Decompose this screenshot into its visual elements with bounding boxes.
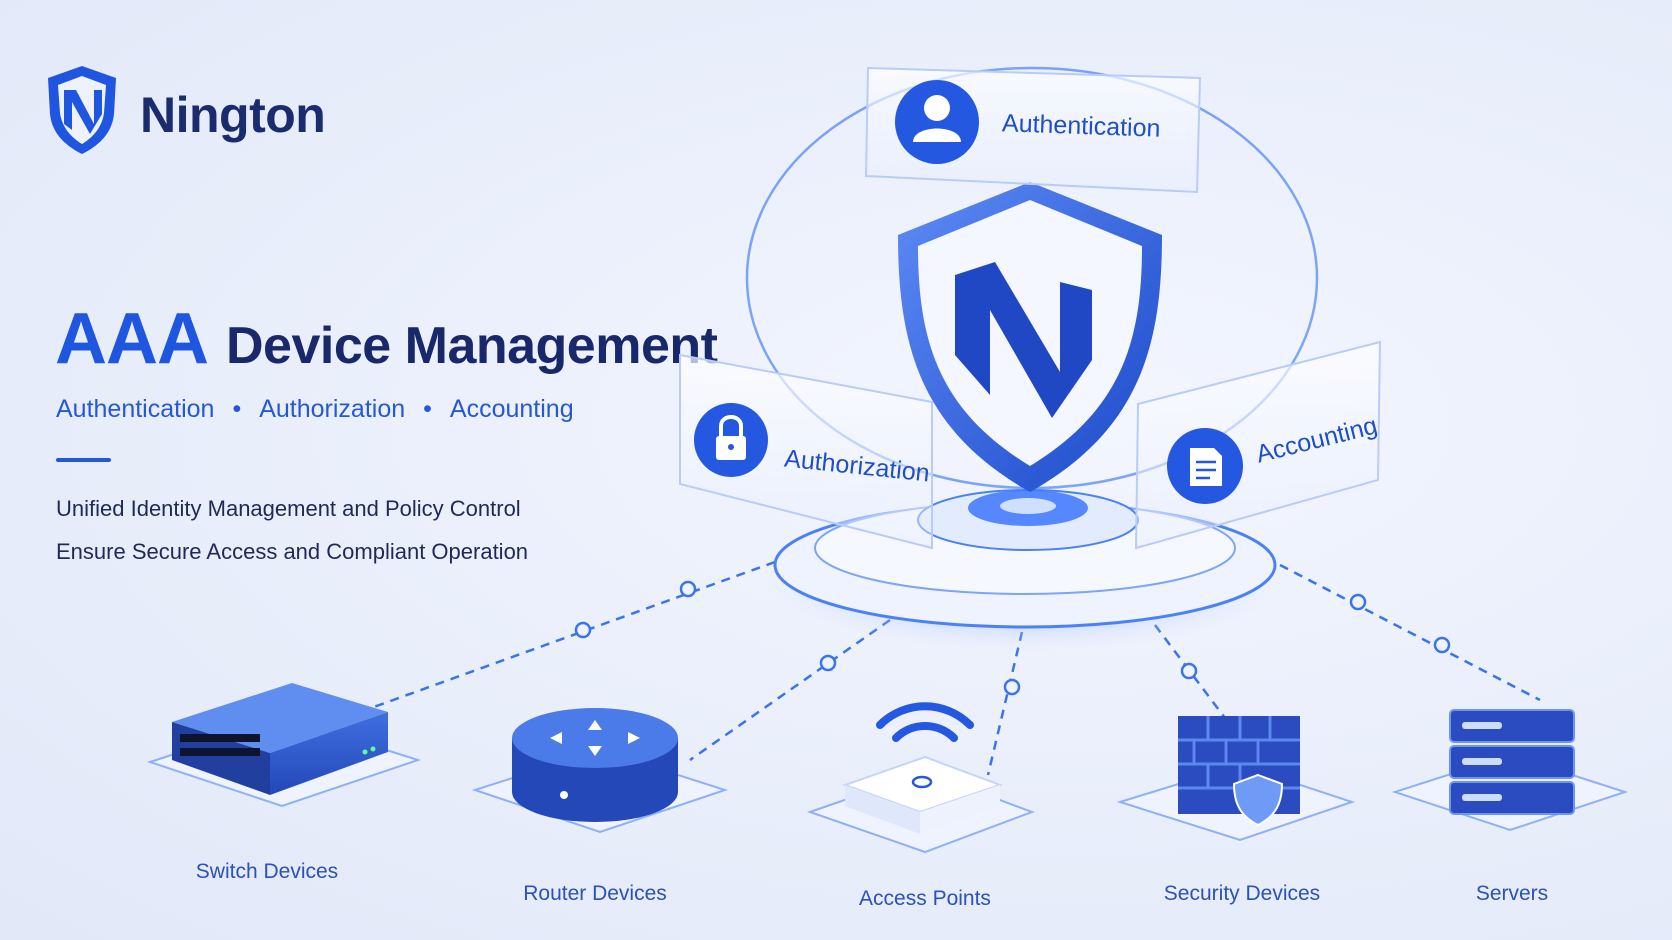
page-title: AAA Device Management (55, 298, 718, 380)
connection-lines (359, 560, 1541, 776)
user-icon (895, 80, 979, 164)
access-point-icon (842, 702, 1003, 834)
authorization-panel (679, 353, 933, 550)
accent-divider (56, 458, 111, 462)
subtitle-item-authentication: Authentication (56, 395, 215, 423)
device-label-security: Security Devices (1163, 882, 1321, 905)
router-icon (512, 708, 678, 822)
subtitle-separator: • (423, 395, 432, 423)
shield-logo-icon (48, 66, 116, 154)
title-text: Device Management (226, 317, 718, 375)
panel-label-authentication: Authentication (1001, 109, 1161, 143)
central-shield-icon (898, 182, 1162, 492)
firewall-icon (1178, 716, 1300, 827)
device-label-servers: Servers (1475, 882, 1549, 905)
device-label-router: Router Devices (523, 882, 667, 905)
brand-name: Nington (140, 87, 326, 143)
tagline-1: Unified Identity Management and Policy C… (56, 496, 521, 521)
switch-icon (172, 683, 388, 795)
server-icon (1449, 709, 1575, 815)
device-label-switch: Switch Devices (195, 860, 339, 883)
subtitle-separator: • (232, 395, 242, 423)
subtitle-item-authorization: Authorization (259, 395, 406, 423)
authentication-panel (864, 66, 1202, 194)
tagline-2: Ensure Secure Access and Compliant Opera… (56, 539, 529, 564)
device-label-access-points: Access Points (859, 887, 991, 910)
accounting-panel (1134, 340, 1382, 550)
title-highlight: AAA (55, 299, 209, 379)
connection-nodes (574, 580, 1451, 696)
subtitle: Authentication • Authorization • Accounting (56, 395, 574, 424)
subtitle-item-accounting: Accounting (449, 395, 574, 423)
